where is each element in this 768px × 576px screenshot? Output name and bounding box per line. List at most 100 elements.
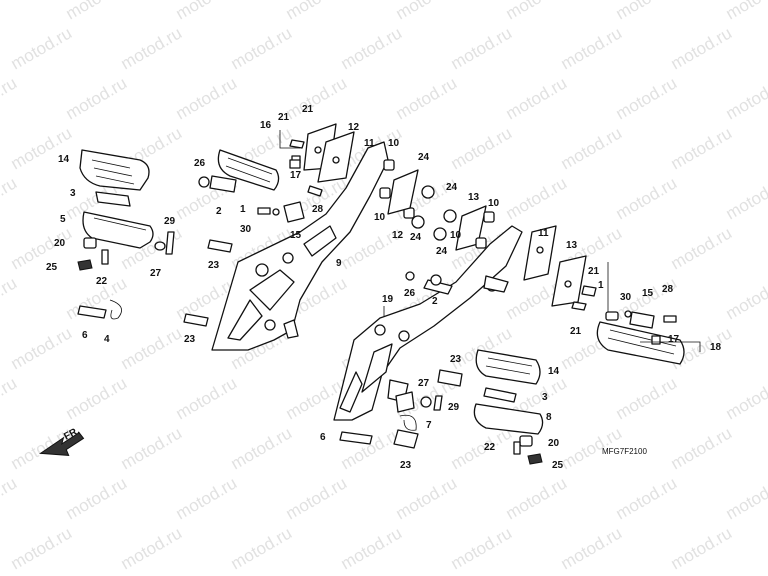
watermark-text: motod.ru: [283, 73, 351, 123]
right-rider-footpeg-rubber: [475, 349, 541, 385]
callout-30: 30: [240, 224, 252, 235]
watermark-text: motod.ru: [173, 0, 241, 23]
watermark-text: motod.ru: [448, 523, 516, 573]
callout-2: 2: [216, 206, 222, 217]
watermark-text: motod.ru: [668, 223, 736, 273]
callout-27: 27: [150, 268, 162, 279]
watermark-text: motod.ru: [558, 523, 626, 573]
watermark-text: motod.ru: [0, 273, 20, 323]
callout-10: 10: [388, 138, 400, 149]
center-collars-nuts: [379, 159, 495, 251]
watermark-text: motod.ru: [8, 323, 76, 373]
callout-24: 24: [418, 152, 430, 163]
watermark-text: motod.ru: [338, 23, 406, 73]
watermark-text: motod.ru: [118, 23, 186, 73]
callout-11: 11: [538, 228, 549, 239]
watermark-text: motod.ru: [338, 423, 406, 473]
watermark-text: motod.ru: [393, 0, 461, 23]
callout-18: 18: [710, 342, 722, 353]
watermark-text: motod.ru: [668, 123, 736, 173]
left-rider-footpeg-plate: [95, 191, 131, 207]
watermark-text: motod.ru: [558, 23, 626, 73]
right-heel-guards: [523, 225, 587, 307]
watermark-text: motod.ru: [0, 73, 20, 123]
callout-12: 12: [392, 230, 404, 241]
watermark-text: motod.ru: [723, 373, 768, 423]
watermark-text: motod.ru: [558, 123, 626, 173]
callout-27: 27: [418, 378, 430, 389]
watermark-text: motod.ru: [283, 473, 351, 523]
callout-30: 30: [620, 292, 632, 303]
right-passenger-footpeg: [571, 285, 685, 365]
callout-21: 21: [278, 112, 290, 123]
callout-24: 24: [446, 182, 458, 193]
watermark-text: motod.ru: [448, 23, 516, 73]
watermark-text: motod.ru: [8, 523, 76, 573]
callout-15: 15: [290, 230, 302, 241]
callout-21: 21: [302, 104, 314, 115]
watermark-text: motod.ru: [503, 73, 571, 123]
watermark-text: motod.ru: [723, 0, 768, 23]
watermark-text: motod.ru: [228, 523, 296, 573]
left-bolts-23: [183, 239, 233, 327]
callout-6: 6: [82, 330, 88, 341]
left-step-bracket: [211, 141, 389, 351]
callout-26: 26: [194, 158, 206, 169]
watermark-text: motod.ru: [613, 173, 681, 223]
callout-3: 3: [542, 392, 548, 403]
watermark-text: motod.ru: [173, 73, 241, 123]
callout-7: 7: [426, 420, 432, 431]
left-peg-parts-small: [77, 231, 175, 320]
callout-28: 28: [312, 204, 324, 215]
left-rider-footpeg-rubber: [79, 149, 150, 191]
callout-12: 12: [348, 122, 360, 133]
watermark-text: motod.ru: [503, 173, 571, 223]
callout-21: 21: [570, 326, 582, 337]
callout-17: 17: [290, 170, 302, 181]
watermark-text: motod.ru: [668, 423, 736, 473]
callout-15: 15: [642, 288, 654, 299]
watermark-text: motod.ru: [613, 0, 681, 23]
callout-22: 22: [484, 442, 496, 453]
watermark-text: motod.ru: [613, 473, 681, 523]
watermark-text: motod.ru: [228, 423, 296, 473]
callout-10: 10: [374, 212, 386, 223]
right-rider-footpeg: [473, 387, 544, 465]
callout-21: 21: [588, 266, 600, 277]
callout-13: 13: [566, 240, 578, 251]
diagram-code: MFG7F2100: [602, 447, 647, 456]
callout-20: 20: [548, 438, 560, 449]
watermark-text: motod.ru: [613, 373, 681, 423]
watermark-text: motod.ru: [63, 73, 131, 123]
callout-1: 1: [240, 204, 246, 215]
watermark-text: motod.ru: [118, 323, 186, 373]
watermark-text: motod.ru: [393, 73, 461, 123]
callout-23: 23: [208, 260, 220, 271]
watermark-text: motod.ru: [723, 73, 768, 123]
callout-13: 13: [468, 192, 480, 203]
callout-24: 24: [410, 232, 422, 243]
callout-22: 22: [96, 276, 108, 287]
callout-28: 28: [662, 284, 674, 295]
watermark-text: motod.ru: [723, 273, 768, 323]
callout-24: 24: [436, 246, 448, 257]
watermark-text: motod.ru: [118, 523, 186, 573]
callout-23: 23: [450, 354, 462, 365]
watermark-text: motod.ru: [503, 0, 571, 23]
watermark-text: motod.ru: [448, 123, 516, 173]
left-passenger-footpeg: [198, 139, 323, 223]
callout-16: 16: [260, 120, 272, 131]
watermark-text: motod.ru: [338, 523, 406, 573]
front-direction-arrow: FR.: [38, 425, 85, 456]
callout-29: 29: [164, 216, 176, 227]
watermark-text: motod.ru: [0, 473, 20, 523]
watermark-text: motod.ru: [668, 23, 736, 73]
right-small-parts: [339, 271, 463, 449]
watermark-text: motod.ru: [63, 0, 131, 23]
watermark-text: motod.ru: [0, 173, 20, 223]
watermark-text: motod.ru: [613, 73, 681, 123]
left-heel-guards: [303, 123, 355, 183]
callout-5: 5: [60, 214, 66, 225]
callout-25: 25: [552, 460, 564, 471]
